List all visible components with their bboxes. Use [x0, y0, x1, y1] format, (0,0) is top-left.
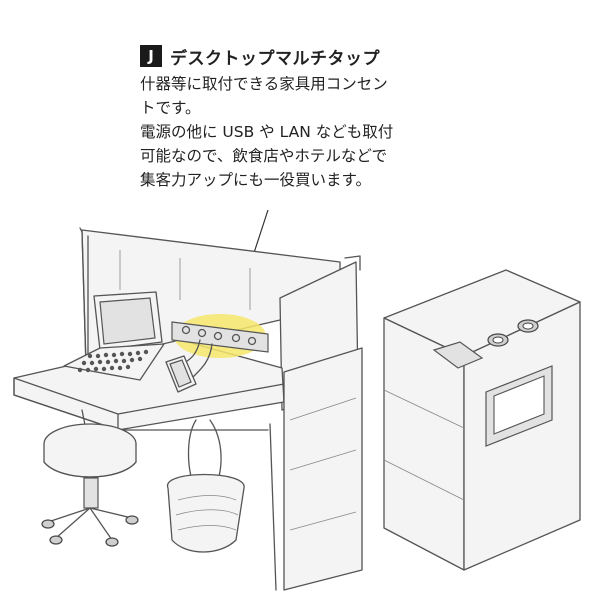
handbag — [167, 419, 245, 553]
callout-title: デスクトップマルチタップ — [170, 48, 380, 69]
callout-line: トです。 — [140, 99, 201, 117]
callout-line: 可能なので、飲食店やホテルなどで — [140, 147, 388, 165]
callout: J デスクトップマルチタップ 什器等に取付できる家具用コンセン トです。 電源の… — [140, 44, 470, 192]
multi-tap-outlet — [171, 314, 269, 379]
smartphone — [165, 355, 197, 393]
stool — [41, 423, 139, 547]
laptop — [63, 291, 165, 381]
desk-cabinet — [283, 347, 363, 591]
callout-line: 什器等に取付できる家具用コンセン — [140, 75, 388, 93]
callout-line: 集客力アップにも一役買います。 — [140, 171, 371, 189]
callout-line: 電源の他に USB や LAN なども取付 — [140, 123, 394, 141]
callout-description: 什器等に取付できる家具用コンセン トです。 電源の他に USB や LAN など… — [140, 72, 470, 192]
table-with-outlet — [383, 269, 581, 571]
callout-badge: J — [140, 45, 162, 67]
callout-title-row: J デスクトップマルチタップ — [140, 44, 470, 69]
